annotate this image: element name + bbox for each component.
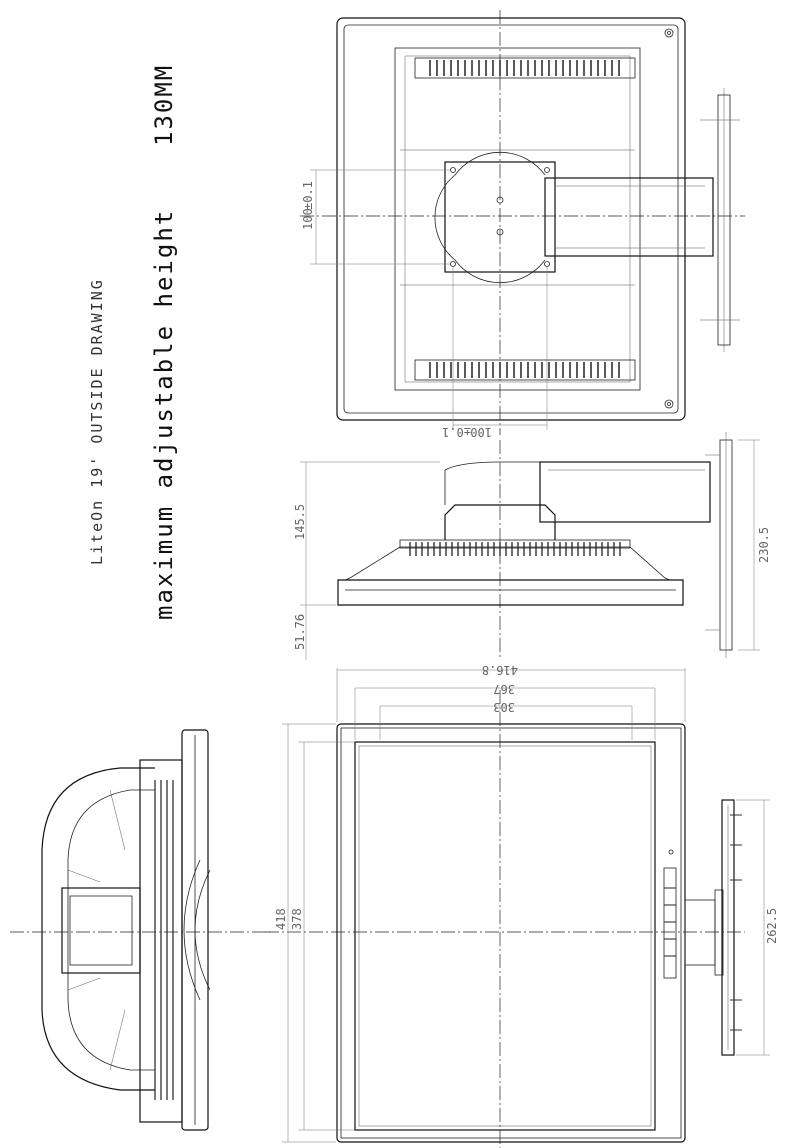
front-view: 416.8 367 303 418 378 262.5 — [265, 663, 779, 1148]
front-bezel — [336, 723, 686, 1143]
front-base — [721, 799, 735, 1056]
height-value: 130MM — [150, 64, 178, 146]
outer-width-label: 416.8 — [482, 663, 518, 677]
top-view-depth-label: 145.5 — [293, 504, 307, 540]
vesa-plate — [444, 161, 556, 273]
front-screen — [354, 741, 656, 1131]
top-view-offset-label: 51.76 — [293, 614, 307, 650]
vesa-horizontal-tol: ±0.1 — [442, 425, 471, 439]
title-block: LiteOn 19' OUTSIDE DRAWING maximum adjus… — [88, 64, 178, 620]
top-view: 145.5 51.76 230.5 — [293, 432, 771, 660]
rear-view: 100 ±0.1 100 ±0.1 — [300, 10, 745, 439]
screen-width-label: 303 — [493, 700, 515, 714]
rear-base-edge — [700, 88, 740, 352]
rear-vent-top — [414, 57, 636, 79]
base-width-label: 262.5 — [765, 908, 779, 944]
top-view-vents — [409, 542, 621, 556]
vesa-vertical-tol: ±0.1 — [301, 181, 315, 210]
vesa-horizontal-label: 100 — [470, 425, 492, 439]
side-view — [10, 729, 270, 1131]
outer-height-label: 418 — [274, 908, 288, 930]
vesa-vertical-label: 100 — [301, 208, 315, 230]
rear-vent-bottom — [414, 359, 636, 381]
bezel-width-label: 367 — [493, 682, 515, 696]
drawing-title: LiteOn 19' OUTSIDE DRAWING — [88, 278, 106, 565]
vesa-dimensions: 100 ±0.1 100 ±0.1 — [301, 169, 548, 439]
drawing-subtitle: maximum adjustable height — [150, 209, 178, 620]
top-view-width-label: 230.5 — [757, 527, 771, 563]
screen-height-label: 378 — [290, 908, 304, 930]
stand-neck — [544, 177, 714, 257]
